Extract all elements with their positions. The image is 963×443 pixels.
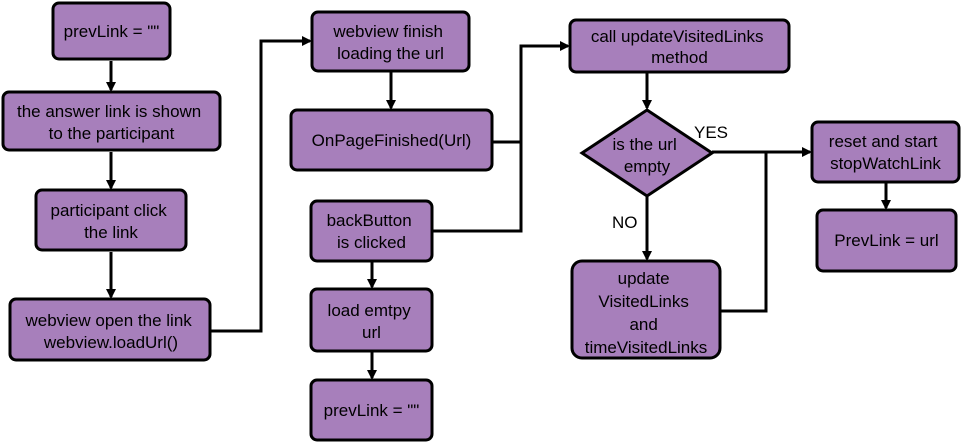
node-call-update-text: call updateVisitedLinks method — [591, 27, 768, 67]
node-reset-stopwatch: reset and start stopWatchLink — [810, 120, 961, 184]
node-prevlink-reset: prevLink = "" — [309, 378, 434, 442]
node-webview-open: webview open the link webview.loadUrl() — [8, 297, 212, 362]
edge-update-to-merge — [720, 152, 768, 313]
node-load-empty: load emtpy url — [309, 287, 434, 353]
edge-label-no: NO — [612, 213, 638, 232]
node-participant-click-text: participant click the link — [51, 201, 172, 242]
node-load-empty-text: load emtpy url — [328, 301, 416, 342]
edge-backbutton-to-call-update — [432, 142, 523, 233]
node-on-page-finished: OnPageFinished(Url) — [289, 108, 494, 172]
node-call-update: call updateVisitedLinks method — [568, 18, 791, 74]
node-reset-stopwatch-text: reset and start stopWatchLink — [829, 132, 942, 173]
node-back-button-text: backButton is clicked — [327, 211, 417, 252]
edges — [106, 36, 891, 380]
node-update-visited-text: update VisitedLinks and timeVisitedLinks — [585, 269, 708, 357]
node-is-url-empty: is the url empty — [579, 108, 715, 198]
node-on-page-finished-text: OnPageFinished(Url) — [312, 131, 472, 150]
node-is-url-empty-text: is the url empty — [613, 135, 682, 176]
node-prevlink-init: prevLink = "" — [51, 1, 172, 61]
node-webview-open-text: webview open the link webview.loadUrl() — [24, 311, 196, 352]
edge-webview-open-to-finish — [210, 36, 312, 333]
node-prevlink-url-text: PrevLink = url — [834, 231, 938, 250]
node-answer-link-shown: the answer link is shown to the particip… — [1, 90, 222, 152]
node-webview-finish-text: webview finish loading the url — [332, 22, 447, 63]
node-webview-finish: webview finish loading the url — [310, 10, 471, 73]
node-prevlink-url: PrevLink = url — [815, 208, 958, 273]
node-participant-click: participant click the link — [34, 188, 188, 252]
node-prevlink-reset-text: prevLink = "" — [324, 401, 420, 420]
edge-label-yes: YES — [694, 123, 728, 142]
node-update-visited: update VisitedLinks and timeVisitedLinks — [570, 259, 722, 360]
node-prevlink-init-text: prevLink = "" — [64, 22, 160, 41]
node-answer-link-shown-text: the answer link is shown to the particip… — [17, 102, 206, 143]
node-back-button: backButton is clicked — [309, 199, 434, 263]
edge-onpagefinished-to-call-update — [492, 41, 570, 144]
